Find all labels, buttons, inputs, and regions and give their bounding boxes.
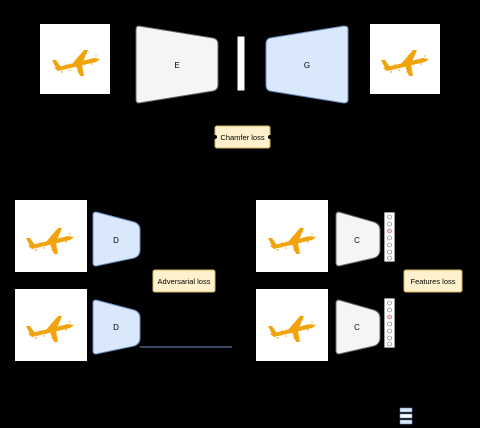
fake-shape-panel-classifier: [256, 289, 328, 361]
real-shape-panel-top: [15, 200, 87, 272]
chamfer-loss-label: Chamfer loss: [220, 133, 264, 142]
classifier-bottom-block: [335, 299, 381, 355]
encoder-label: E: [174, 61, 179, 70]
discriminator-bottom-block: [92, 299, 141, 355]
features-connector-dot: [431, 266, 435, 270]
chamfer-connector-right: [268, 135, 272, 139]
features-loss-box: [403, 269, 463, 293]
discriminator-bottom-label: D: [113, 323, 119, 332]
adversarial-loss-label: Adversarial loss: [158, 277, 211, 286]
adversarial-connector-dot: [182, 266, 186, 270]
generator-label: G: [304, 61, 310, 70]
reconstructed-shape-panel: [370, 24, 440, 94]
features-loss-label: Features loss: [410, 277, 455, 286]
classifier-top-label: C: [354, 236, 360, 245]
feature-vector-bottom: [383, 297, 396, 349]
adversarial-loss-box: [152, 269, 216, 293]
real-shape-panel-classifier: [256, 200, 328, 272]
encoder-block: [135, 25, 219, 104]
feature-vector-top: [383, 211, 396, 263]
latent-code: [236, 35, 246, 92]
classifier-bottom-label: C: [354, 323, 360, 332]
chamfer-connector-left: [213, 135, 217, 139]
discriminator-top-label: D: [113, 236, 119, 245]
classifier-top-block: [335, 211, 381, 267]
generator-block: [265, 25, 349, 104]
legend-glyph: [399, 407, 413, 425]
discriminator-top-block: [92, 211, 141, 267]
